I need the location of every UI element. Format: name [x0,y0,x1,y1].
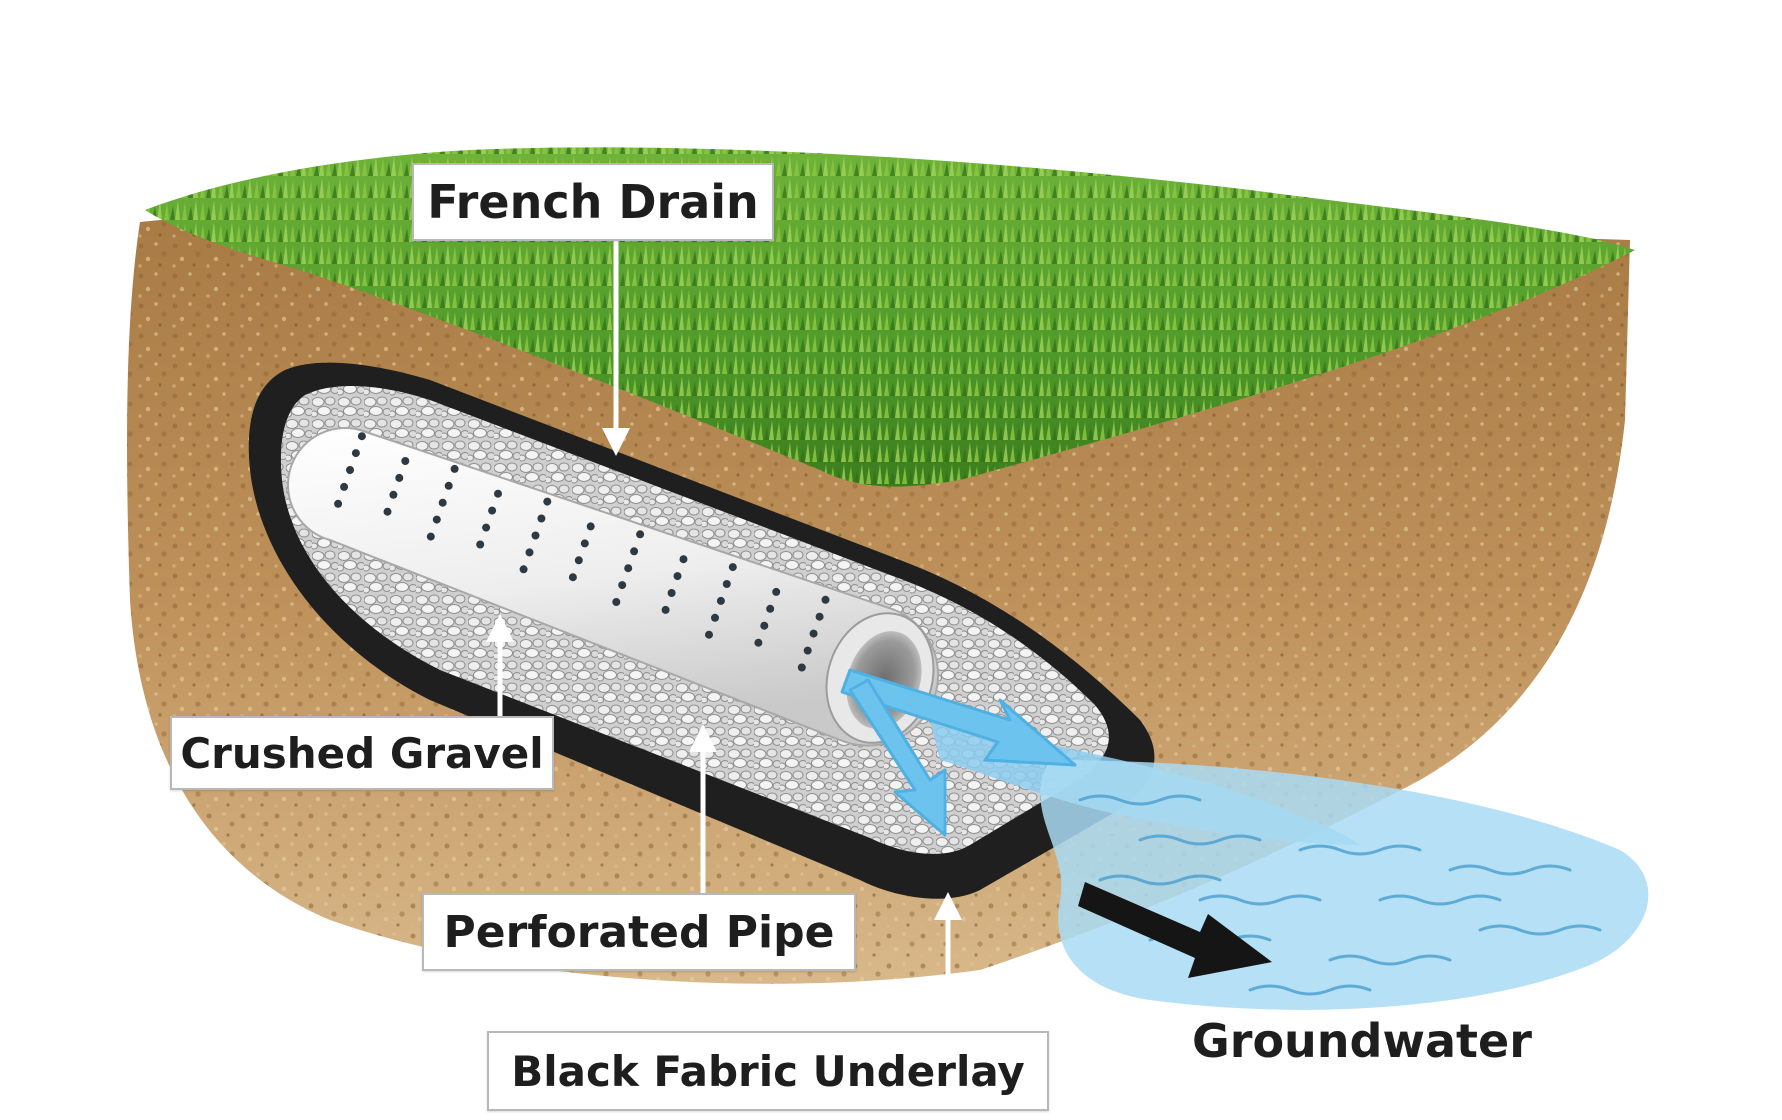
pipe-perforation [705,631,713,639]
pipe-perforation [618,581,626,589]
pipe-perforation [630,547,638,555]
pipe-perforation [612,598,620,606]
pipe-perforation [754,639,762,647]
pipe-perforation [636,530,644,538]
pipe-perforation [711,614,719,622]
pipe-perforation [352,449,360,457]
pipe-perforation [526,548,534,556]
pipe-perforation [401,457,409,465]
pipe-perforation [766,605,774,613]
pipe-perforation [389,491,397,499]
pipe-perforation [581,539,589,547]
pipe-perforation [395,474,403,482]
pipe-perforation [662,606,670,614]
pipe-perforation [488,507,496,515]
pipe-perforation [358,432,366,440]
pipe-perforation [624,564,632,572]
label-french-drain: French Drain [412,163,774,241]
pipe-perforation [804,647,812,655]
pipe-perforation [340,483,348,491]
pipe-perforation [569,573,577,581]
pipe-perforation [668,589,676,597]
pipe-perforation [520,565,528,573]
pipe-perforation [433,516,441,524]
label-black-fabric-underlay: Black Fabric Underlay [487,1031,1049,1111]
pipe-perforation [680,555,688,563]
pipe-perforation [427,533,435,541]
pipe-perforation [451,465,459,473]
label-perforated-pipe: Perforated Pipe [422,893,856,971]
pipe-perforation [729,563,737,571]
pipe-perforation [445,482,453,490]
label-crushed-gravel: Crushed Gravel [170,716,554,790]
pipe-perforation [494,490,502,498]
pipe-perforation [674,572,682,580]
pipe-perforation [537,515,545,523]
pipe-perforation [575,556,583,564]
pipe-perforation [532,532,540,540]
pipe-perforation [760,622,768,630]
pipe-perforation [439,499,447,507]
label-groundwater: Groundwater [1192,1014,1532,1068]
pipe-perforation [822,596,830,604]
pipe-perforation [346,466,354,474]
pipe-perforation [816,613,824,621]
pipe-perforation [384,508,392,516]
pipe-perforation [717,597,725,605]
pipe-perforation [476,541,484,549]
pipe-perforation [723,580,731,588]
pipe-perforation [772,588,780,596]
pipe-perforation [810,630,818,638]
pipe-perforation [334,500,342,508]
pipe-perforation [482,524,490,532]
pipe-perforation [587,522,595,530]
pipe-perforation [798,664,806,672]
pipe-perforation [543,498,551,506]
